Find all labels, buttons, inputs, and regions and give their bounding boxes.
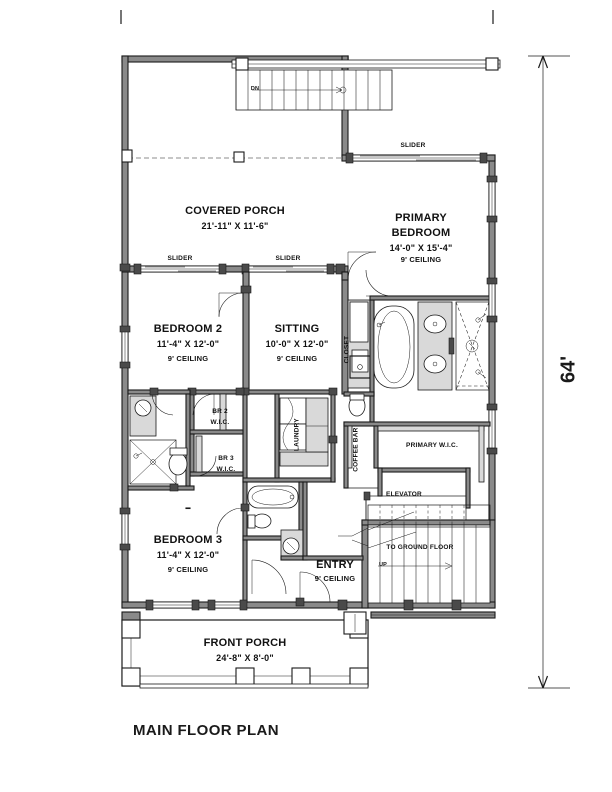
- room-label-covered-porch: COVERED PORCH: [185, 205, 285, 217]
- room-dim-primary-bedroom: 14'-0" X 15'-4": [389, 243, 453, 253]
- slider-label-primary: SLIDER: [400, 142, 426, 149]
- room-dim-front-porch: 24'-8" X 8'-0": [216, 653, 274, 663]
- bottom-wall-openings: [145, 599, 462, 611]
- porch-south-wall: [121, 263, 349, 275]
- front-porch-structure: [121, 611, 369, 689]
- label-br3-wic-line2: W.I.C.: [216, 466, 236, 473]
- room-dim-bedroom-3: 11'-4" X 12'-0": [156, 550, 220, 560]
- room-ceiling-primary-bedroom: 9' CEILING: [400, 255, 442, 264]
- overall-dimension-text: 64': [557, 356, 580, 384]
- laundry-room: [240, 387, 338, 483]
- entry-hall-walls: [185, 481, 364, 607]
- room-dim-bedroom-2: 11'-4" X 12'-0": [156, 339, 220, 349]
- left-wall-windows: [119, 263, 131, 551]
- room-label-primary-bedroom-line2: BEDROOM: [391, 227, 451, 239]
- coffee-bar-casework: [347, 299, 371, 389]
- room-ceiling-bedroom-2: 9' CEILING: [167, 354, 209, 363]
- overall-dimension-line: [528, 55, 570, 689]
- room-label-bedroom-3: BEDROOM 3: [153, 534, 223, 546]
- right-stoop: [370, 611, 496, 619]
- room-dim-covered-porch: 21'-11" X 11'-6": [201, 221, 269, 231]
- primary-window-openings: [486, 175, 498, 455]
- page-title: MAIN FLOOR PLAN: [133, 722, 279, 739]
- label-coffee-bar: CLOSET: [343, 335, 351, 364]
- main-stair-run: [338, 504, 491, 609]
- room-label-sitting: SITTING: [274, 323, 320, 335]
- stair-to-ground-dashed: [367, 504, 491, 549]
- label-br3-wic-line1: BR 3: [218, 455, 234, 462]
- wic-closets: [187, 387, 245, 477]
- room-label-bedroom-2: BEDROOM 2: [153, 323, 223, 335]
- entry-bath: [242, 481, 304, 561]
- slider-label-sitting: SLIDER: [275, 255, 301, 262]
- stair-header-beam: [231, 57, 501, 71]
- room-label-front-porch: FRONT PORCH: [203, 637, 287, 649]
- stair-direction-up: UP: [378, 562, 388, 568]
- label-laundry: LAUNDRY: [293, 418, 301, 452]
- room-ceiling-bedroom-3: 9' CEILING: [167, 565, 209, 574]
- porch-beam-dashed: [121, 149, 342, 163]
- slider-primary-opening: [345, 152, 488, 164]
- room-dim-sitting: 10'-0" X 12'-0": [265, 339, 329, 349]
- label-to-ground-floor: TO GROUND FLOOR: [386, 544, 454, 551]
- label-br2-wic-line2: W.I.C.: [210, 419, 230, 426]
- primary-wic-zone: [343, 421, 491, 541]
- label-elevator: ELEVATOR: [386, 491, 422, 498]
- label-closet: COFFEE BAR: [352, 427, 360, 472]
- slider-label-bedroom2: SLIDER: [167, 255, 193, 262]
- label-br2-wic-line1: BR 2: [212, 408, 228, 415]
- upper-stair-run: [235, 69, 393, 111]
- primary-bath: [343, 269, 491, 423]
- room-label-primary-bedroom-line1: PRIMARY: [395, 212, 447, 224]
- room-ceiling-sitting: 9' CEILING: [276, 354, 318, 363]
- room-ceiling-entry: 9' CEILING: [314, 574, 356, 583]
- hall-bath-left: [127, 387, 195, 492]
- label-primary-wic: PRIMARY W.I.C.: [406, 442, 458, 449]
- stair-direction-dn: DN: [250, 86, 260, 92]
- room-label-entry: ENTRY: [316, 559, 354, 571]
